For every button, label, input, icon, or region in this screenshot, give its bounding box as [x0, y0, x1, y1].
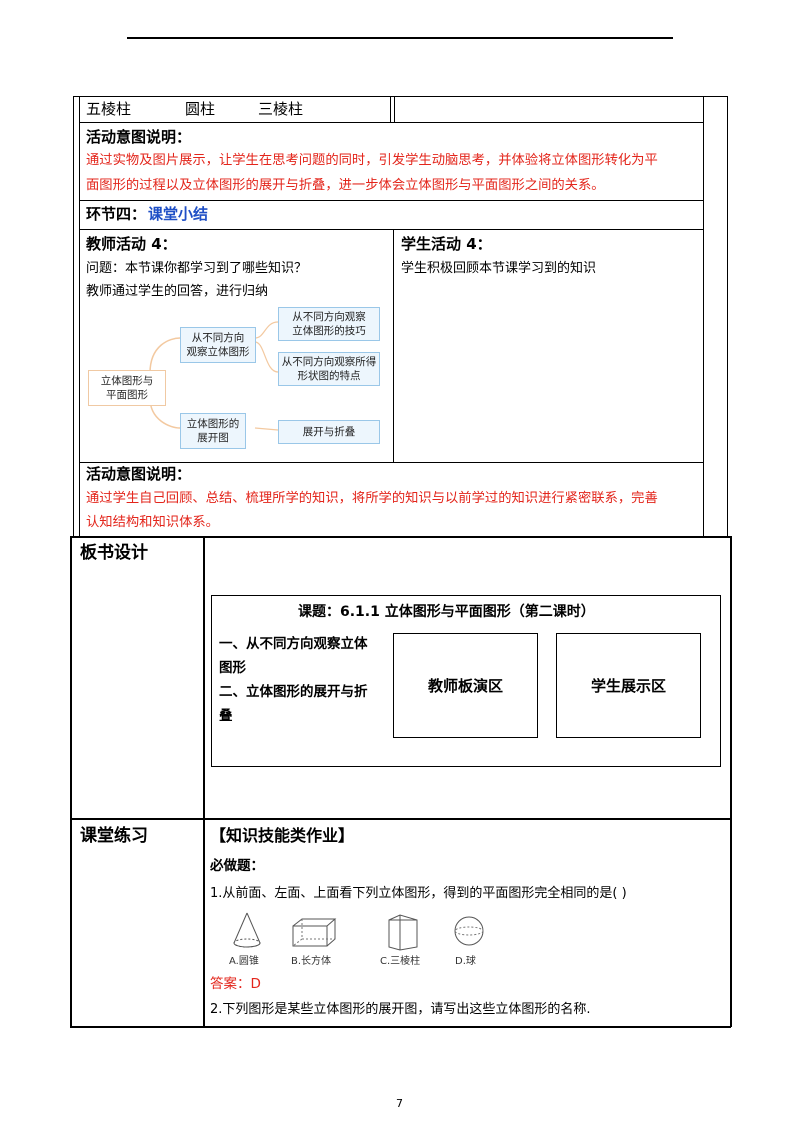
teacher-board-area: 教师板演区: [393, 633, 538, 738]
table-border-left: [70, 536, 72, 1027]
teacher-board-area-label: 教师板演区: [427, 677, 503, 695]
table-border-left: [73, 96, 74, 536]
intent-text: 通过学生自己回顾、总结、梳理所学的知识，将所学的知识与以前学过的知识进行紧密联系…: [86, 491, 658, 506]
row-line: [79, 229, 704, 230]
mindmap-branch-line: 从不同方向: [191, 332, 245, 344]
option-label: C.三棱柱: [380, 956, 421, 967]
student-activity-heading: 学生活动 4：: [401, 235, 492, 253]
option-label: B.长方体: [291, 956, 332, 967]
row-line: [70, 536, 731, 538]
teacher-summary: 教师通过学生的回答，进行归纳: [86, 284, 269, 299]
table-border-right: [730, 536, 732, 1027]
row-line: [79, 462, 704, 463]
mindmap-leaf-line: 立体图形的技巧: [292, 325, 366, 337]
practice-heading: 【知识技能类作业】: [210, 826, 355, 845]
shape-name: 三棱柱: [258, 100, 304, 118]
column-divider-top2: [394, 96, 395, 122]
row-line: [70, 818, 731, 820]
intent-heading: 活动意图说明：: [86, 128, 192, 146]
board-design-label: 板书设计: [80, 543, 148, 563]
option-label: A.圆锥: [229, 956, 259, 967]
table-border-right: [727, 96, 728, 536]
mindmap-leaf: 展开与折叠: [278, 420, 380, 444]
mindmap-leaf-line: 从不同方向观察所得: [281, 356, 377, 368]
student-show-area: 学生展示区: [556, 633, 701, 738]
board-item: 图形: [219, 660, 246, 676]
shape-name: 五棱柱: [86, 100, 132, 118]
section-prefix: 环节四：: [86, 205, 147, 223]
mindmap-branch: 从不同方向观察立体图形: [180, 327, 256, 363]
inner-border-left: [79, 96, 80, 536]
cone-icon: [233, 912, 261, 948]
mindmap-root: 立体图形与平面图形: [88, 370, 166, 406]
practice-label: 课堂练习: [80, 826, 148, 846]
required-label: 必做题：: [210, 858, 264, 874]
section-title: 课堂小结: [148, 205, 209, 223]
board-frame: [211, 595, 721, 767]
column-divider-activity: [393, 229, 394, 462]
intent-text: 通过实物及图片展示，让学生在思考问题的同时，引发学生动脑思考，并体验将立体图形转…: [86, 153, 658, 168]
mindmap-leaf-line: 形状图的特点: [297, 370, 361, 382]
student-activity-text: 学生积极回顾本节课学习到的知识: [401, 261, 597, 276]
board-item: 叠: [219, 708, 233, 724]
question-2: 2.下列图形是某些立体图形的展开图，请写出这些立体图形的名称.: [210, 1002, 591, 1017]
mindmap-connectors: [149, 321, 279, 431]
row-line: [73, 96, 728, 97]
page-number: 7: [396, 1097, 403, 1110]
shape-name: 圆柱: [185, 100, 216, 118]
board-item: 一、从不同方向观察立体: [219, 636, 368, 652]
cuboid-icon: [292, 918, 337, 947]
mindmap-leaf: 从不同方向观察所得形状图的特点: [278, 352, 380, 386]
row-line: [79, 200, 704, 201]
mindmap-branch-line: 观察立体图形: [186, 346, 250, 358]
label-column-divider: [203, 536, 205, 1027]
column-divider-top: [390, 96, 391, 122]
mindmap-leaf-line: 展开与折叠: [302, 426, 356, 438]
mindmap-leaf: 从不同方向观察立体图形的技巧: [278, 307, 380, 341]
triangular-prism-icon: [388, 914, 418, 951]
mindmap-branch-line: 展开图: [197, 432, 229, 444]
option-label: D.球: [455, 956, 476, 967]
header-rule: [127, 37, 673, 39]
question-1: 1.从前面、左面、上面看下列立体图形，得到的平面图形完全相同的是( ): [210, 886, 627, 901]
row-line: [79, 122, 704, 123]
inner-border-right: [703, 96, 704, 536]
student-show-area-label: 学生展示区: [590, 677, 666, 695]
intent-heading: 活动意图说明：: [86, 465, 192, 483]
board-item: 二、立体图形的展开与折: [219, 684, 368, 700]
row-line: [70, 1026, 731, 1028]
teacher-question: 问题：本节课你都学习到了哪些知识？: [86, 261, 308, 276]
intent-text: 认知结构和知识体系。: [86, 515, 219, 530]
mindmap-branch: 立体图形的展开图: [180, 413, 246, 449]
mindmap-root-line: 立体图形与: [100, 375, 154, 387]
answer: 答案：D: [210, 976, 261, 992]
sphere-icon: [454, 916, 484, 946]
mindmap-branch-line: 立体图形的: [186, 418, 240, 430]
board-title: 课题：6.1.1 立体图形与平面图形（第二课时）: [298, 604, 595, 620]
mindmap-root-line: 平面图形: [106, 389, 148, 401]
teacher-activity-heading: 教师活动 4：: [86, 235, 177, 253]
intent-text: 面图形的过程以及立体图形的展开与折叠，进一步体会立体图形与平面图形之间的关系。: [86, 178, 605, 193]
mindmap-leaf-line: 从不同方向观察: [292, 311, 366, 323]
